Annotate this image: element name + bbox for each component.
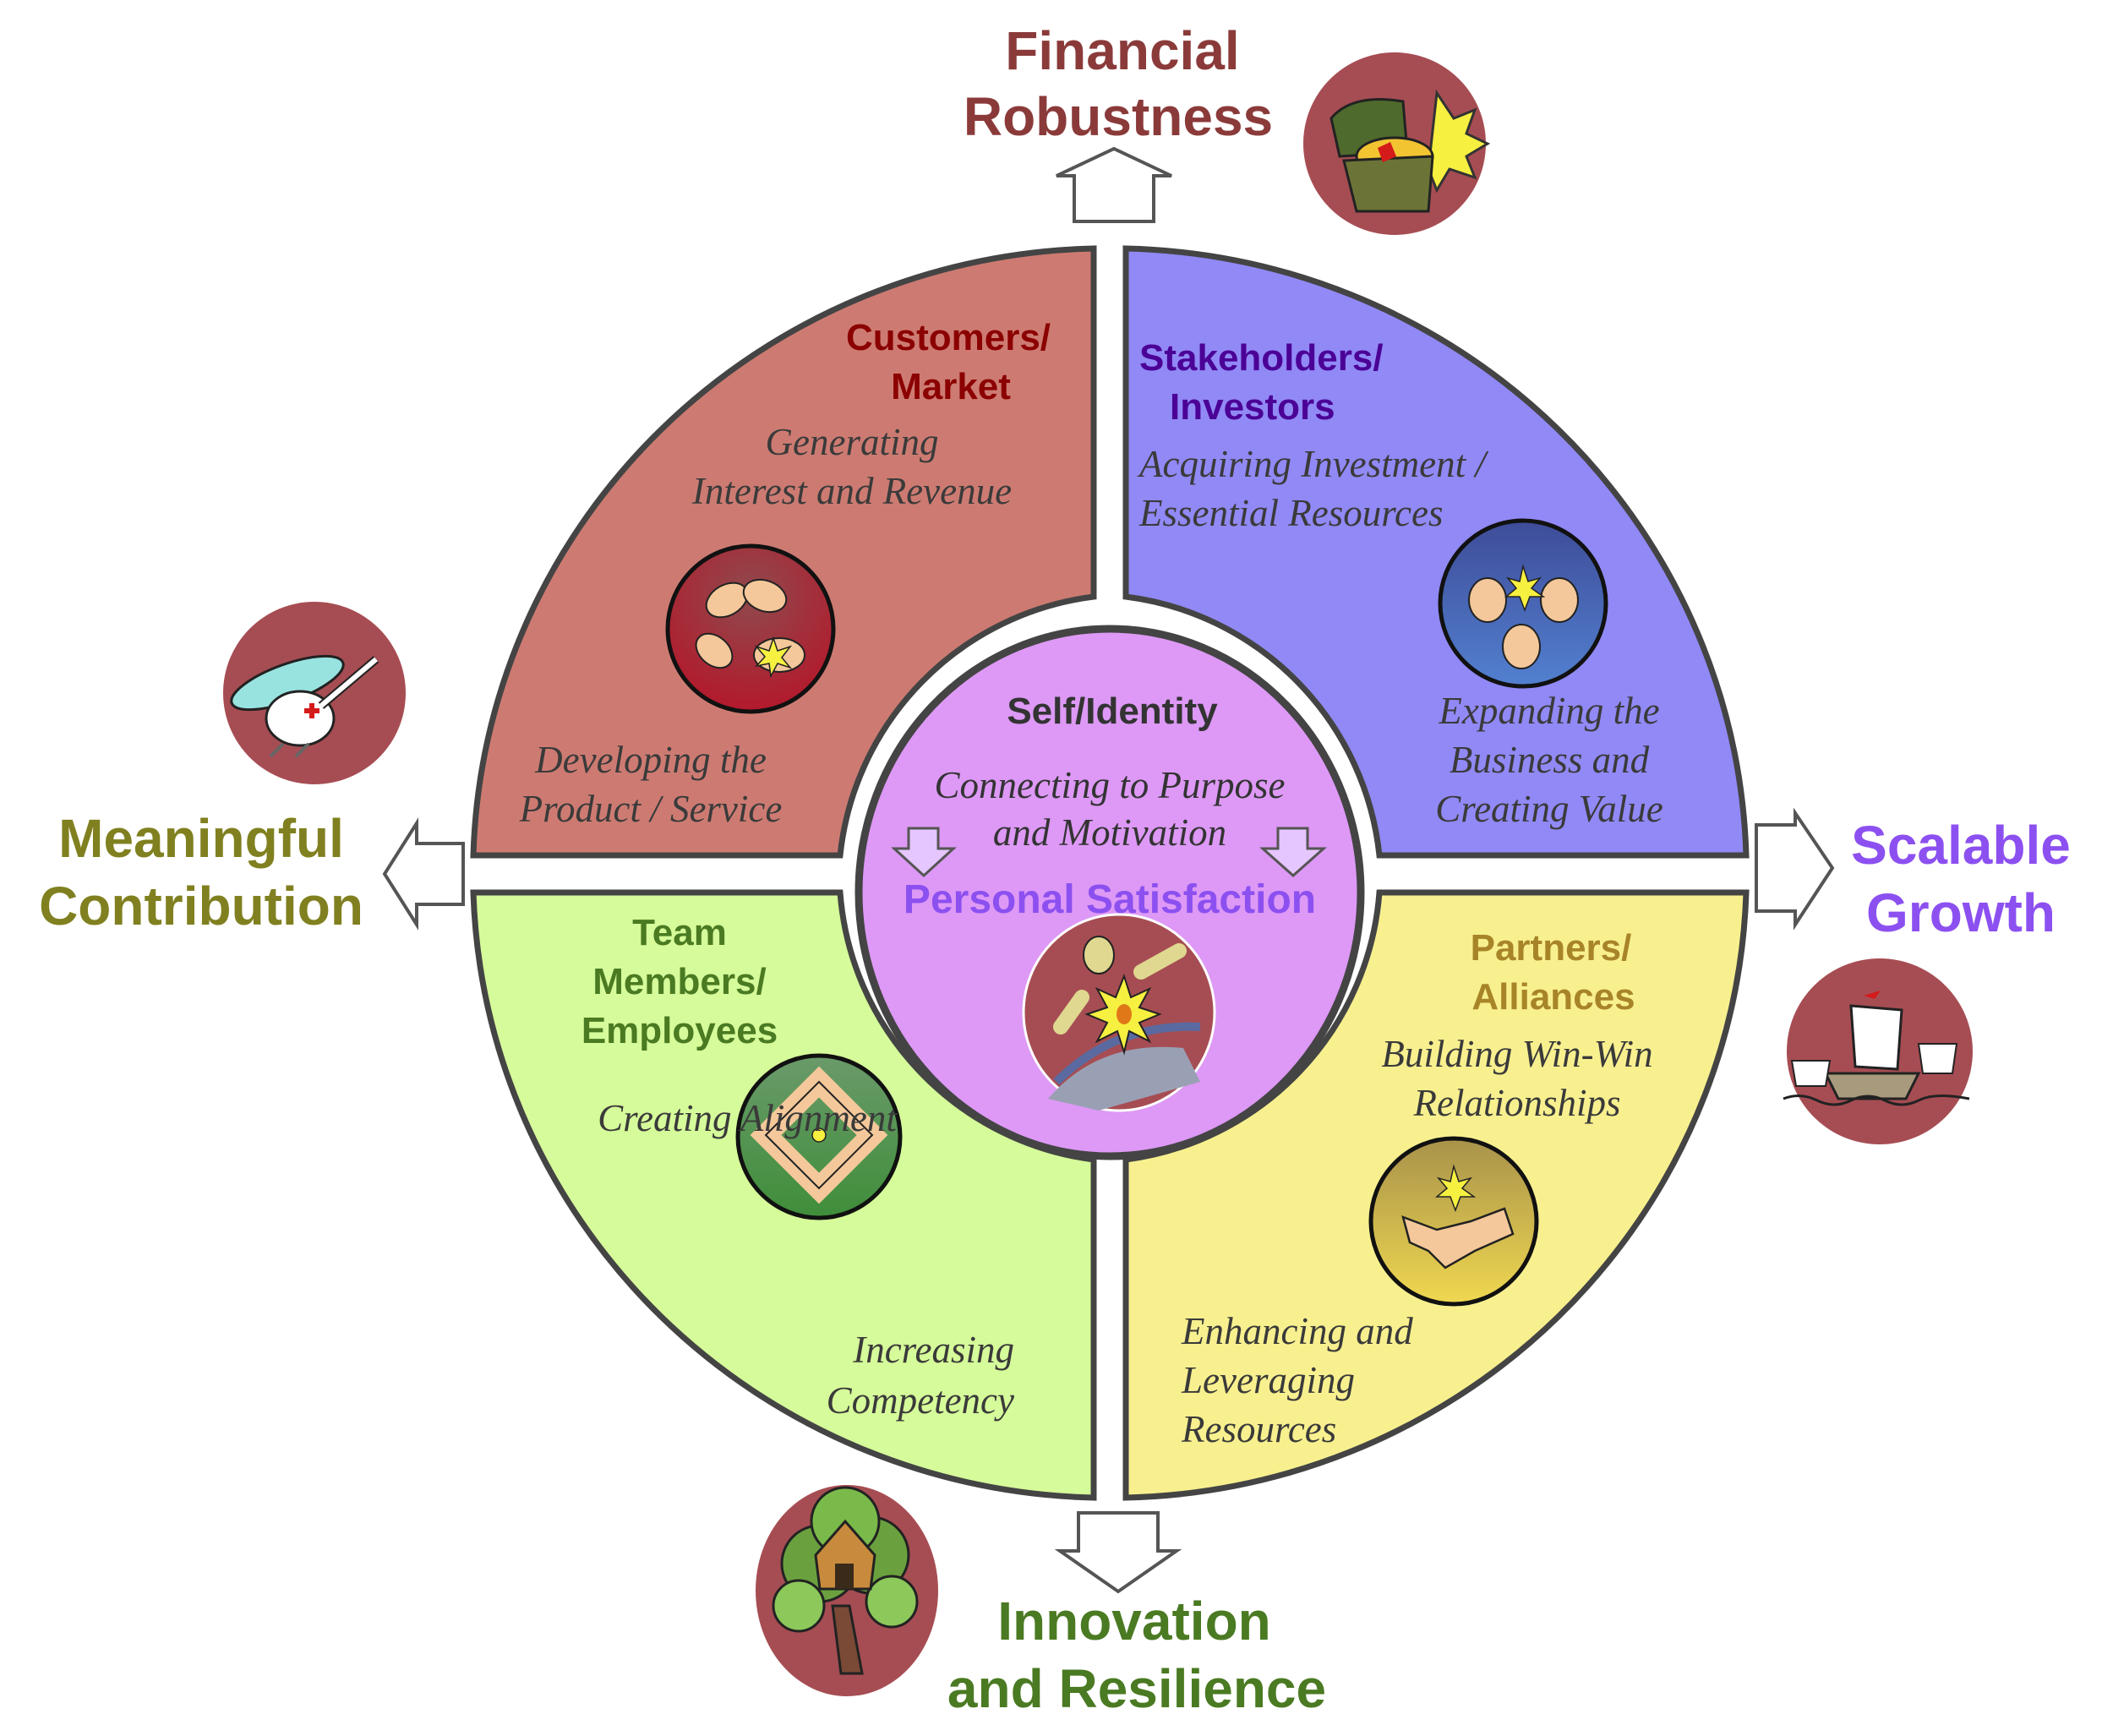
team-text-b-line2: Competency	[827, 1379, 1014, 1422]
customers-title-line1: Customers/	[846, 317, 1051, 358]
stakeholders-title-line1: Stakeholders/	[1139, 337, 1384, 379]
stakeholders-text-a-line1: Acquiring Investment /	[1137, 443, 1488, 485]
customers-text-a-line1: Generating	[766, 421, 939, 463]
helicopter-icon	[223, 602, 406, 784]
quadrant-stakeholders	[1122, 245, 1750, 859]
outcome-right-line2: Growth	[1866, 882, 2056, 943]
customers-text-b-line2: Product / Service	[519, 788, 783, 830]
stakeholders-title-line2: Investors	[1170, 386, 1335, 428]
team-title-line3: Employees	[581, 1010, 778, 1051]
team-title-line1: Team	[632, 912, 727, 953]
team-text-a-line1: Creating Alignment	[598, 1097, 898, 1139]
center-text-line2: and Motivation	[993, 811, 1226, 854]
partners-text-a-line2: Relationships	[1413, 1082, 1621, 1124]
arrow-down	[1054, 1511, 1182, 1594]
partners-title-line2: Alliances	[1471, 976, 1635, 1018]
stakeholders-text-b-line2: Business and	[1450, 739, 1650, 781]
handshake-icon	[1368, 1136, 1539, 1307]
customers-text-b-line1: Developing the	[534, 739, 767, 781]
arrow-right	[1755, 807, 1835, 931]
stakeholders-text-b-line1: Expanding the	[1438, 690, 1659, 732]
outcome-bottom-line2: and Resilience	[947, 1658, 1326, 1719]
outcome-left-line2: Contribution	[39, 876, 363, 936]
team-title-line2: Members/	[592, 961, 766, 1002]
treasure-chest-icon	[1303, 52, 1491, 235]
arrow-up	[1056, 146, 1172, 223]
center-arrow-right	[1259, 827, 1327, 878]
sailing-ships-icon	[1783, 958, 1973, 1144]
reaching-hands-icon	[665, 543, 836, 714]
center-arrow-left	[891, 827, 957, 878]
partners-text-b-line2: Leveraging	[1181, 1359, 1355, 1401]
stakeholders-text-a-line2: Essential Resources	[1138, 492, 1444, 534]
linked-arms-icon	[735, 1053, 903, 1220]
outcome-top-line2: Robustness	[964, 86, 1273, 147]
celebrating-person-icon	[1022, 913, 1216, 1112]
outcome-bottom-line1: Innovation	[997, 1591, 1271, 1651]
outcome-left-line1: Meaningful	[58, 808, 344, 869]
center-self-identity-circle	[854, 625, 1365, 1160]
customers-title-line2: Market	[891, 366, 1011, 407]
team-text-b-line1: Increasing	[852, 1329, 1014, 1371]
center-result: Personal Satisfaction	[904, 877, 1316, 922]
partners-text-a-line1: Building Win-Win	[1381, 1033, 1652, 1075]
quadrant-stakeholders-shape	[1122, 245, 1750, 859]
stakeholders-text-b-line3: Creating Value	[1435, 788, 1663, 830]
thumbs-up-icon	[1438, 518, 1608, 689]
partners-text-b-line3: Resources	[1181, 1408, 1336, 1450]
center-text-line1: Connecting to Purpose	[935, 764, 1286, 806]
partners-title-line1: Partners/	[1471, 927, 1632, 969]
partners-text-b-line1: Enhancing and	[1181, 1310, 1413, 1352]
arrow-left	[382, 817, 465, 931]
treehouse-icon	[756, 1485, 938, 1696]
center-title: Self/Identity	[1007, 691, 1218, 732]
outcome-top-line1: Financial	[1005, 20, 1239, 81]
outcome-right-line1: Scalable	[1851, 815, 2071, 876]
customers-text-a-line2: Interest and Revenue	[691, 470, 1012, 512]
